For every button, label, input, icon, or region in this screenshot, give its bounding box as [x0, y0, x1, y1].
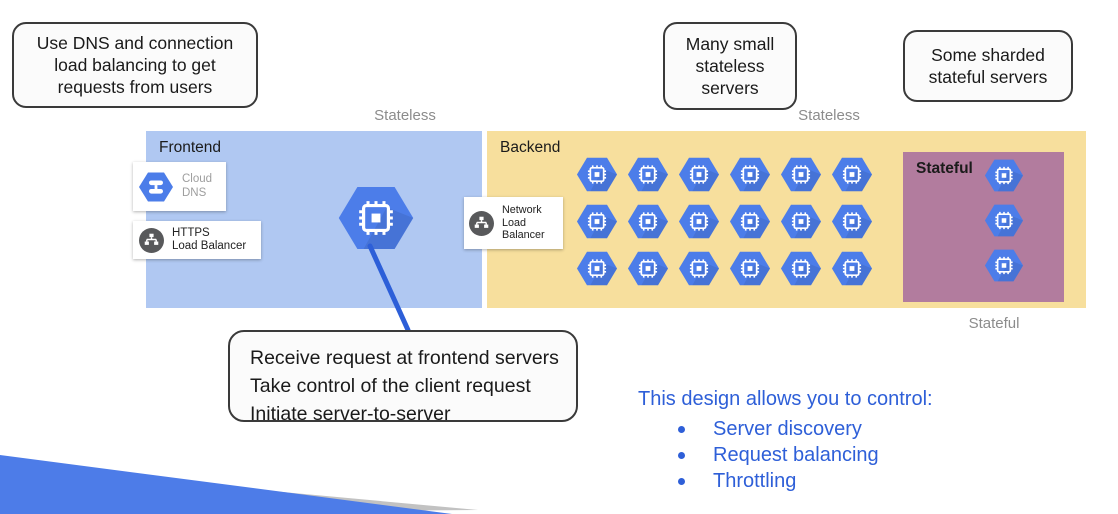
https-load-balancer-label: HTTPS Load Balancer — [172, 226, 247, 253]
compute-server-hexagon-icon — [729, 204, 771, 239]
connector-line — [367, 243, 411, 333]
compute-server-hexagon-icon — [780, 204, 822, 239]
compute-server-hexagon-icon — [984, 159, 1024, 192]
compute-server-hexagon-icon — [984, 204, 1024, 237]
compute-server-hexagon-icon — [576, 157, 618, 192]
callout-frontend-flow-note: Receive request at frontend servers Take… — [228, 330, 578, 425]
compute-server-hexagon-icon — [831, 251, 873, 286]
network-load-balancer-card: Network Load Balancer — [464, 197, 563, 249]
compute-server-hexagon-icon — [627, 204, 669, 239]
bullet-icon — [678, 425, 685, 433]
https-load-balancer-card: HTTPS Load Balancer — [133, 221, 261, 259]
compute-server-hexagon-icon — [831, 204, 873, 239]
footer-decoration — [0, 455, 478, 514]
compute-server-hexagon-icon — [576, 204, 618, 239]
callout-line: stateful servers — [928, 67, 1048, 87]
callout-line: servers — [701, 78, 759, 98]
list-item-label: Server discovery — [713, 417, 862, 440]
band-label-stateful-bottom: Stateful — [968, 315, 1020, 332]
band-label-stateless-frontend: Stateless — [374, 107, 436, 124]
callout-dns-note: Use DNS and connection load balancing to… — [12, 22, 258, 108]
bullet-icon — [678, 451, 685, 459]
network-load-balancer-label: Network Load Balancer — [502, 203, 545, 242]
compute-server-hexagon-icon — [678, 251, 720, 286]
callout-stateless-note: Many small stateless servers — [663, 22, 797, 110]
callout-line: stateless — [695, 56, 765, 76]
backend-server-grid — [576, 156, 873, 287]
frontend-region: Frontend — [146, 131, 482, 308]
list-item: Server discovery — [638, 417, 1068, 441]
frontend-server-hexagon-icon — [338, 186, 414, 250]
compute-server-hexagon-icon — [627, 251, 669, 286]
compute-server-hexagon-icon — [984, 249, 1024, 282]
frontend-region-label: Frontend — [159, 139, 222, 156]
compute-server-hexagon-icon — [831, 157, 873, 192]
cloud-dns-label: Cloud DNS — [182, 173, 213, 199]
compute-server-hexagon-icon — [678, 157, 720, 192]
compute-server-hexagon-icon — [627, 157, 669, 192]
callout-stateful-note: Some sharded stateful servers — [903, 30, 1073, 102]
design-control-title: This design allows you to control: — [638, 388, 933, 410]
compute-server-hexagon-icon — [780, 157, 822, 192]
list-item-label: Request balancing — [713, 443, 879, 466]
https-load-balancer-icon — [139, 227, 164, 253]
list-item-label: Throttling — [713, 469, 797, 492]
list-item: Request balancing — [638, 443, 1068, 467]
stateful-server-column — [984, 158, 1024, 283]
cloud-dns-icon — [139, 172, 173, 201]
network-load-balancer-icon — [469, 210, 494, 236]
callout-line: Some sharded — [931, 45, 1045, 65]
callout-line: load balancing to get — [54, 55, 216, 75]
callout-line: Many small — [685, 34, 775, 54]
compute-server-hexagon-icon — [780, 251, 822, 286]
callout-line: Take control of the client request — [250, 375, 531, 397]
band-label-stateless-backend: Stateless — [798, 107, 860, 124]
callout-line: Initiate server-to-server — [250, 403, 451, 425]
compute-server-hexagon-icon — [729, 157, 771, 192]
cloud-dns-card: Cloud DNS — [133, 162, 226, 211]
design-control-list: This design allows you to control: Serve… — [638, 387, 1068, 495]
stateful-region: Stateful — [903, 152, 1064, 302]
bullet-icon — [678, 477, 685, 485]
stateful-region-label: Stateful — [916, 160, 973, 177]
backend-region-label: Backend — [500, 139, 561, 156]
callout-line: Receive request at frontend servers — [250, 347, 559, 369]
compute-server-hexagon-icon — [729, 251, 771, 286]
list-item: Throttling — [638, 469, 1068, 493]
compute-server-hexagon-icon — [576, 251, 618, 286]
callout-line: requests from users — [57, 77, 213, 97]
compute-server-hexagon-icon — [678, 204, 720, 239]
callout-line: Use DNS and connection — [36, 33, 234, 53]
